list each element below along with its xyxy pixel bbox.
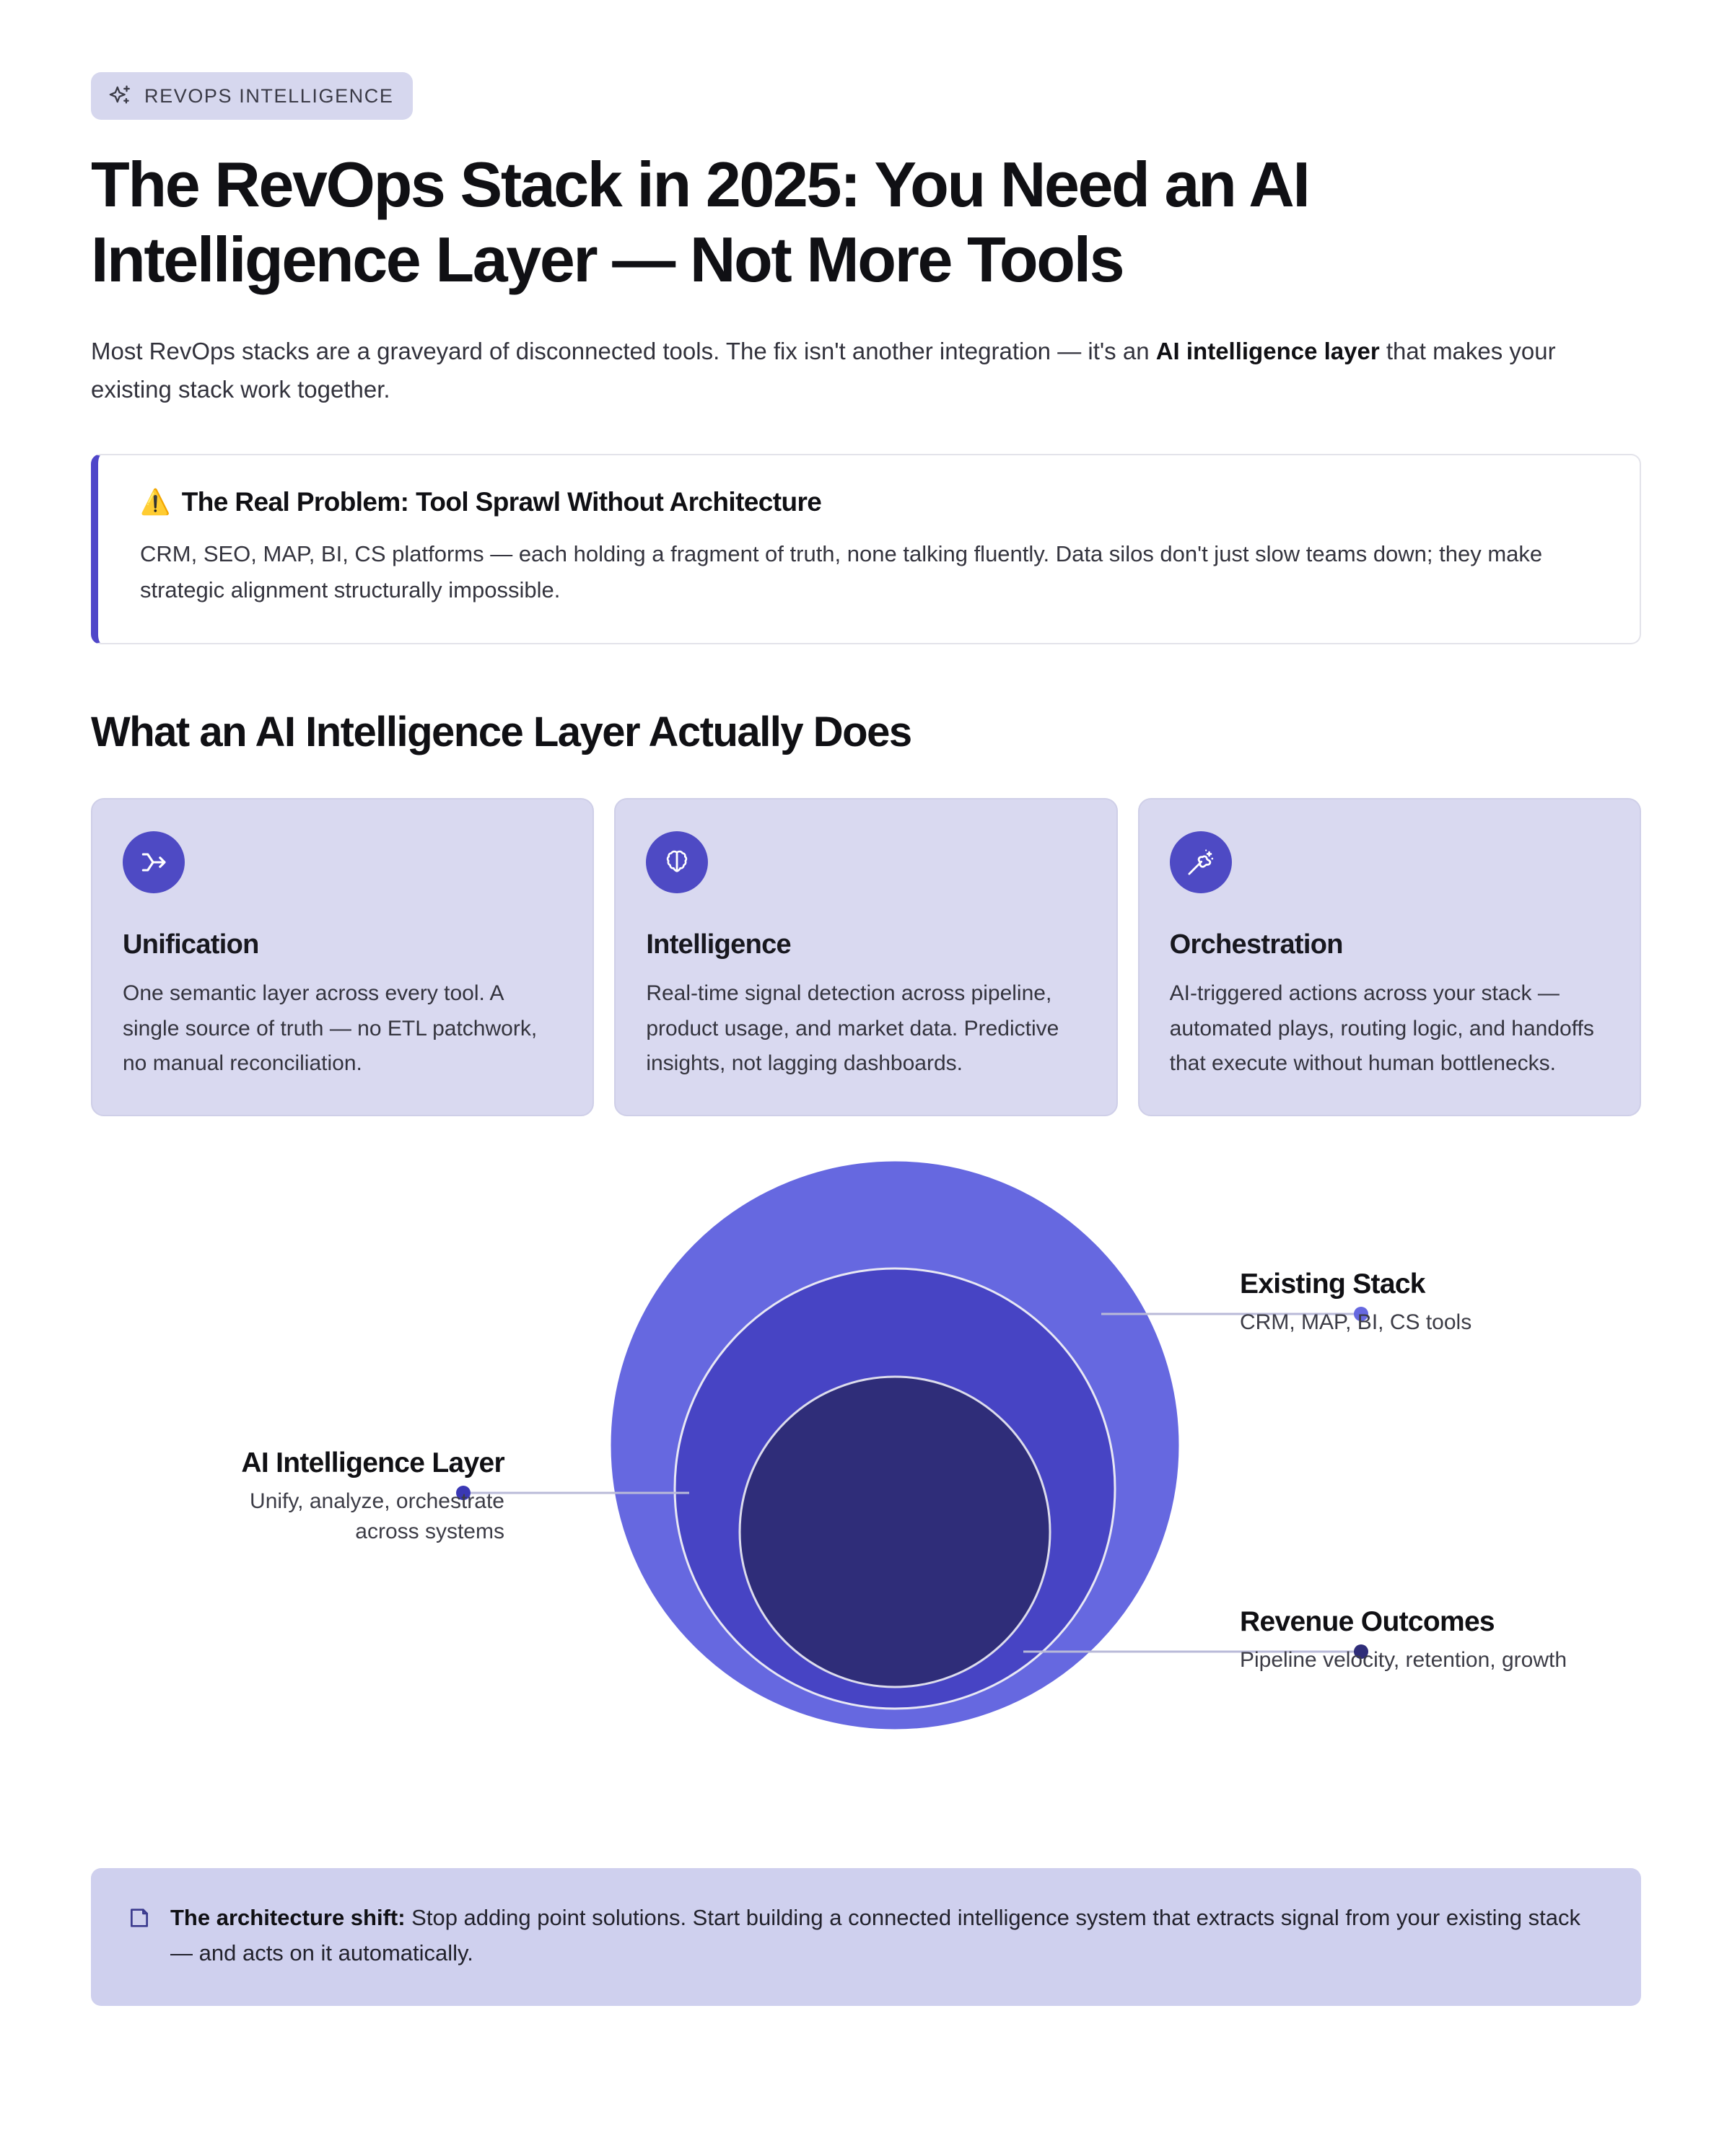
feature-card-intelligence: Intelligence Real-time signal detection … <box>614 798 1118 1116</box>
merge-arrows-icon <box>123 831 185 893</box>
intro-emphasis: AI intelligence layer <box>1155 337 1380 364</box>
sparkles-icon <box>108 84 133 108</box>
category-badge: REVOPS INTELLIGENCE <box>91 72 413 120</box>
warning-icon: ⚠️ <box>140 488 170 516</box>
diagram-label-title: Existing Stack <box>1240 1268 1426 1300</box>
feature-card-title: Orchestration <box>1169 929 1344 960</box>
diagram-label-existing-stack: Existing Stack CRM, MAP, BI, CS tools <box>1240 1268 1471 1338</box>
architecture-shift-note: The architecture shift: Stop adding poin… <box>91 1867 1641 2006</box>
problem-callout-body: CRM, SEO, MAP, BI, CS platforms — each h… <box>140 540 1543 602</box>
page-title: The RevOps Stack in 2025: You Need an AI… <box>91 149 1311 295</box>
feature-card-body: One semantic layer across every tool. A … <box>123 981 538 1076</box>
note-icon <box>127 1906 152 1934</box>
diagram-label-revenue-outcomes: Revenue Outcomes Pipeline velocity, rete… <box>1240 1606 1567 1676</box>
diagram-svg <box>456 1159 1368 1732</box>
diagram-label-title: AI Intelligence Layer <box>241 1447 504 1478</box>
layered-architecture-diagram: Existing Stack CRM, MAP, BI, CS tools AI… <box>91 1157 1641 1820</box>
diagram-label-subtitle: Unify, analyze, orchestrate across syste… <box>250 1489 504 1544</box>
feature-card-orchestration: Orchestration AI-triggered actions acros… <box>1137 798 1641 1116</box>
feature-card-unification: Unification One semantic layer across ev… <box>91 798 595 1116</box>
feature-card-list: Unification One semantic layer across ev… <box>91 798 1641 1116</box>
magic-wand-icon <box>1169 831 1232 893</box>
intro-paragraph: Most RevOps stacks are a graveyard of di… <box>91 332 1614 409</box>
diagram-label-ai-intelligence-layer: AI Intelligence Layer Unify, analyze, or… <box>194 1447 504 1548</box>
problem-callout: ⚠️ The Real Problem: Tool Sprawl Without… <box>91 453 1641 644</box>
architecture-shift-body: Stop adding point solutions. Start build… <box>170 1904 1580 1966</box>
circle-revenue-outcomes <box>738 1375 1051 1688</box>
diagram-label-title: Revenue Outcomes <box>1240 1605 1495 1637</box>
architecture-shift-emphasis: The architecture shift: <box>170 1904 406 1930</box>
problem-callout-title-text: The Real Problem: Tool Sprawl Without Ar… <box>181 486 822 517</box>
diagram-label-subtitle: Pipeline velocity, retention, growth <box>1240 1647 1567 1672</box>
problem-callout-title: ⚠️ The Real Problem: Tool Sprawl Without… <box>140 487 1602 517</box>
leader-line-revenue-outcomes <box>1023 1644 1368 1659</box>
diagram-label-subtitle: CRM, MAP, BI, CS tools <box>1240 1310 1472 1334</box>
badge-label: REVOPS INTELLIGENCE <box>144 84 394 107</box>
intro-part-1: Most RevOps stacks are a graveyard of di… <box>91 337 1156 364</box>
feature-card-body: AI-triggered actions across your stack —… <box>1169 981 1594 1076</box>
section-heading: What an AI Intelligence Layer Actually D… <box>91 709 912 755</box>
leader-line-ai-intelligence-layer <box>456 1485 689 1500</box>
architecture-shift-text: The architecture shift: Stop adding poin… <box>170 1900 1602 1971</box>
feature-card-title: Unification <box>123 929 259 960</box>
intro-part-2: that makes your existing stack work toge… <box>91 337 1556 403</box>
feature-card-body: Real-time signal detection across pipeli… <box>646 981 1059 1076</box>
brain-icon <box>646 831 709 893</box>
feature-card-title: Intelligence <box>646 929 791 960</box>
leader-line-existing-stack <box>1101 1306 1368 1321</box>
